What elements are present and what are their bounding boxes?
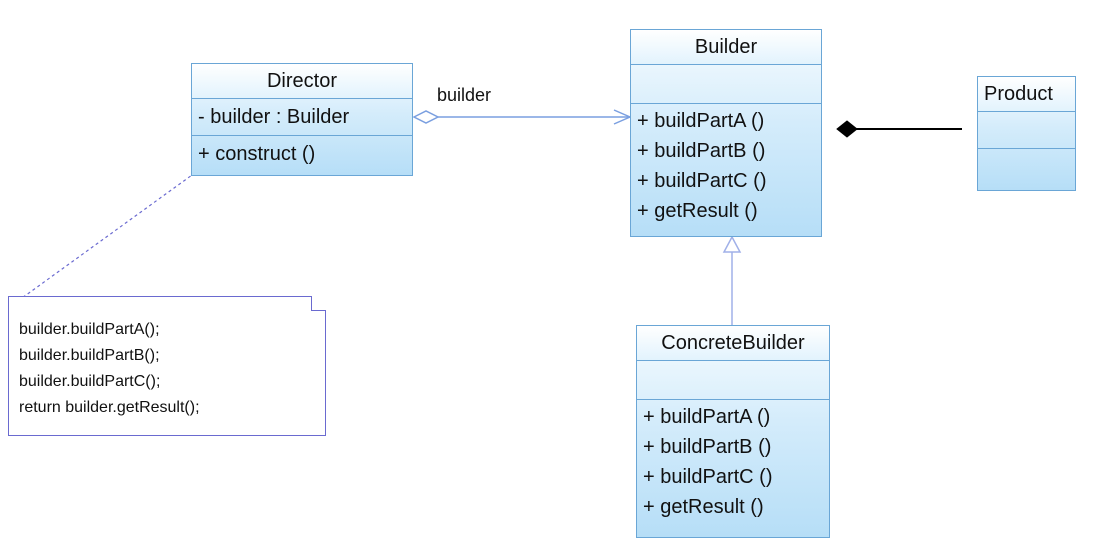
concrete-builder-operation: + buildPartC () [643, 466, 773, 488]
concrete-builder-class-name: ConcreteBuilder [637, 326, 829, 361]
aggregation-diamond [412, 110, 440, 124]
concrete-builder-operation: + buildPartA () [643, 406, 771, 428]
builder-class[interactable]: Builder + buildPartA () + buildPartB () … [630, 29, 822, 237]
builder-operation: + buildPartB () [637, 140, 766, 162]
builder-operation: + buildPartC () [637, 170, 767, 192]
code-note[interactable]: builder.buildPartA(); builder.buildPartB… [8, 296, 326, 436]
director-class[interactable]: Director - builder : Builder + construct… [191, 63, 413, 176]
note-fold-corner [311, 296, 326, 311]
concrete-builder-class[interactable]: ConcreteBuilder + buildPartA () + buildP… [636, 325, 830, 538]
director-operations: + construct () [192, 136, 412, 172]
builder-operation: + getResult () [637, 200, 758, 222]
note-connector [21, 161, 211, 299]
director-attributes: - builder : Builder [192, 99, 412, 136]
note-line: builder.buildPartB(); [19, 347, 160, 364]
concrete-builder-attributes [637, 361, 829, 400]
builder-attributes [631, 65, 821, 104]
composition-diamond [836, 120, 858, 138]
note-line: builder.buildPartA(); [19, 321, 160, 338]
builder-operations: + buildPartA () + buildPartB () + buildP… [631, 104, 821, 226]
generalization-triangle [722, 235, 742, 253]
director-attribute: - builder : Builder [198, 106, 350, 128]
director-operation: + construct () [198, 143, 316, 165]
product-attributes [978, 112, 1075, 149]
builder-operation: + buildPartA () [637, 110, 765, 132]
note-line: builder.buildPartC(); [19, 373, 161, 390]
association-label: builder [437, 85, 492, 105]
product-class[interactable]: Product [977, 76, 1076, 191]
product-class-name: Product [978, 77, 1075, 112]
concrete-builder-operations: + buildPartA () + buildPartB () + buildP… [637, 400, 829, 522]
note-line: return builder.getResult(); [19, 399, 200, 416]
builder-class-name: Builder [631, 30, 821, 65]
concrete-builder-operation: + buildPartB () [643, 436, 772, 458]
concrete-builder-operation: + getResult () [643, 496, 764, 518]
director-class-name: Director [192, 64, 412, 99]
